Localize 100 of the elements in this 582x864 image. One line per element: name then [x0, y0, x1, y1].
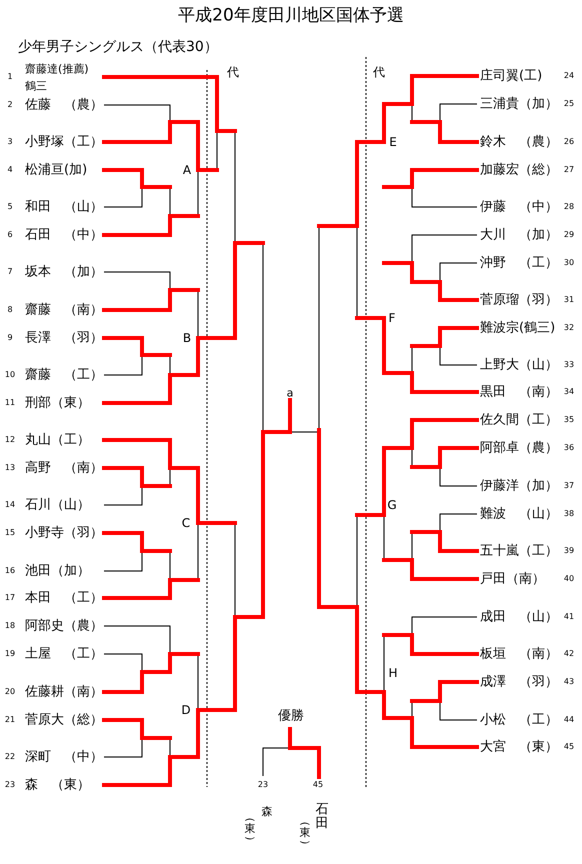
player-name: 丸山（工）: [25, 434, 90, 446]
player-name: 佐藤 （農）: [25, 98, 103, 112]
round-label: 代: [227, 66, 239, 78]
player-name: 深町 （中）: [25, 750, 103, 764]
seed-number: 41: [564, 613, 574, 621]
group-letter: E: [389, 136, 397, 148]
player-name: 石田 （中）: [25, 228, 103, 242]
seed-number: 10: [4, 371, 16, 379]
seed-number: 15: [4, 529, 16, 537]
player-name: 沖野 （工）: [480, 256, 558, 270]
seed-number: 30: [564, 259, 574, 267]
seed-number: 32: [564, 324, 574, 332]
seed-number: 44: [564, 716, 574, 724]
seed-number: 24: [564, 72, 574, 80]
seed-number: 16: [4, 567, 16, 575]
player-name: 戸田（南）: [480, 572, 545, 586]
player-name: 石田: [316, 803, 328, 832]
player-name: 成田 （山）: [480, 610, 558, 624]
seed-number: 4: [7, 166, 13, 174]
team-name: 鶴三: [25, 80, 47, 92]
player-name: 菅原大（総）: [25, 714, 103, 726]
seed-number: 34: [564, 388, 574, 396]
player-name: 大川 （加）: [480, 228, 558, 242]
seed-number: 37: [564, 482, 574, 490]
seed-number: 13: [4, 464, 16, 472]
player-name: 森: [262, 806, 272, 818]
player-name: 長澤 （羽）: [25, 332, 103, 344]
seed-number: 27: [564, 166, 574, 174]
subtitle: 少年男子シングルス（代表30）: [18, 40, 218, 54]
player-name: 小野塚（工）: [25, 136, 103, 148]
seed-number: 42: [564, 650, 574, 658]
seed-number: 23: [4, 781, 16, 789]
title: 平成20年度田川地区国体予選: [178, 8, 404, 24]
player-name: 土屋 （工）: [25, 648, 103, 660]
seed-number: 28: [564, 203, 574, 211]
connector-letter: a: [286, 388, 294, 398]
seed-number: 3: [7, 138, 13, 146]
seed-number: 1: [7, 73, 13, 81]
seed-number: 38: [564, 510, 574, 518]
seed-number: 9: [7, 334, 13, 342]
player-name: 佐久間（工）: [480, 414, 558, 426]
player-name: 齋藤達(推薦): [25, 64, 89, 74]
seed-number: 2: [7, 101, 13, 109]
player-name: 上野大（山）: [480, 358, 558, 372]
player-name: 刑部（東）: [25, 396, 90, 410]
player-name: 黒田 （南）: [480, 386, 558, 398]
player-name: 阿部史（農）: [25, 620, 103, 632]
player-name: 伊藤洋（加）: [480, 480, 558, 492]
player-name: 加藤宏（総）: [480, 164, 558, 176]
seed-number: 33: [564, 361, 574, 369]
player-name: 菅原瑠（羽）: [480, 294, 558, 306]
player-name: 難波宗(鶴三): [480, 322, 556, 334]
seed-number: 45: [312, 781, 324, 789]
player-name: 本田 （工）: [25, 592, 103, 604]
seed-number: 20: [4, 688, 16, 696]
seed-number: 7: [7, 268, 13, 276]
player-name: 阿部卓（農）: [480, 442, 558, 454]
seed-number: 36: [564, 444, 574, 452]
seed-number: 12: [4, 436, 16, 444]
player-name: 坂本 （加）: [25, 266, 103, 278]
player-name: 小松 （工）: [480, 714, 558, 726]
seed-number: 43: [564, 678, 574, 686]
seed-number: 5: [7, 203, 13, 211]
player-name: 小野寺（羽）: [25, 526, 103, 540]
seed-number: 14: [4, 501, 16, 509]
player-name: 五十嵐（工）: [480, 544, 558, 558]
player-name: 庄司翼(工): [480, 70, 542, 82]
seed-number: 6: [7, 231, 13, 239]
seed-number: 35: [564, 416, 574, 424]
seed-number: 22: [4, 753, 16, 761]
player-name: 池田（加）: [25, 564, 90, 578]
player-name: 鈴木 （農）: [480, 136, 558, 148]
player-name: 成澤 （羽）: [480, 676, 558, 688]
player-name: 伊藤 （中）: [480, 200, 558, 214]
player-name: 松浦亘(加): [25, 164, 88, 176]
group-letter: C: [182, 517, 190, 529]
player-name: 石川（山）: [25, 498, 90, 512]
seed-number: 8: [7, 306, 13, 314]
team-name: （東）: [244, 811, 256, 848]
seed-number: 31: [564, 296, 574, 304]
seed-number: 11: [4, 399, 16, 407]
group-letter: H: [388, 667, 398, 679]
seed-number: 39: [564, 547, 574, 555]
group-letter: A: [182, 164, 192, 176]
player-name: 森 （東）: [25, 778, 90, 792]
player-name: 大宮 （東）: [480, 740, 558, 754]
group-letter: G: [387, 499, 397, 511]
player-name: 三浦貴（加）: [480, 98, 558, 110]
seed-number: 19: [4, 650, 16, 658]
player-name: 和田 （山）: [25, 200, 103, 214]
player-name: 高野 （南）: [25, 462, 103, 474]
seed-number: 21: [4, 716, 16, 724]
champion-label: 優勝: [278, 710, 304, 722]
group-letter: B: [182, 332, 192, 344]
group-letter: F: [388, 312, 396, 324]
seed-number: 25: [564, 100, 574, 108]
seed-number: 17: [4, 594, 16, 602]
player-name: 佐藤耕（南）: [25, 686, 103, 698]
seed-number: 40: [564, 575, 574, 583]
seed-number: 29: [564, 231, 574, 239]
